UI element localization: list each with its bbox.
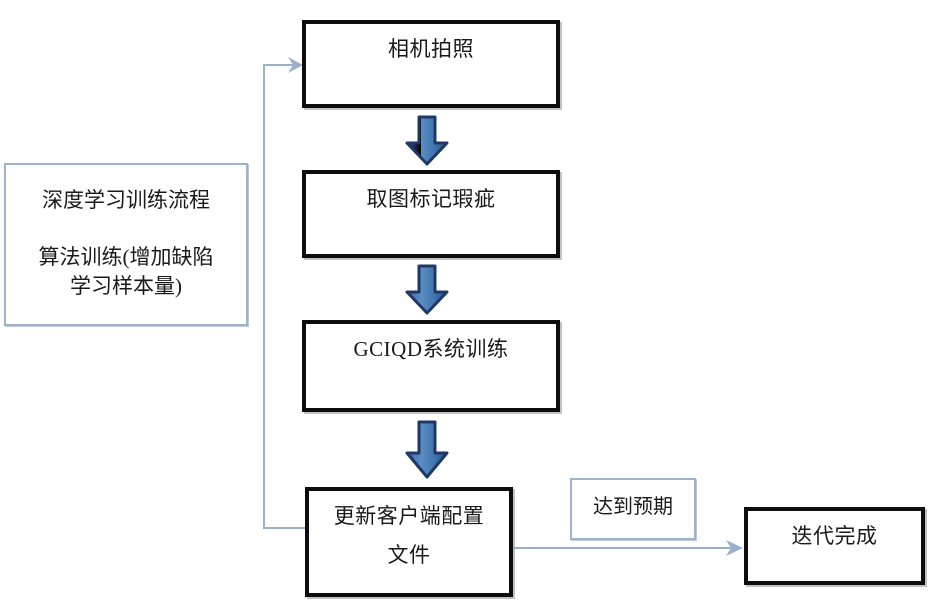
node-camera-capture-label: 相机拍照 [388, 37, 474, 61]
node-camera-capture[interactable]: 相机拍照 [302, 20, 560, 108]
connector-update-to-done [513, 547, 735, 549]
node-update-client-config-label-line2: 文件 [387, 542, 431, 567]
arrow-annotate-to-train-icon [405, 264, 449, 315]
feedback-segment-top [263, 64, 297, 66]
feedback-segment-bottom [263, 527, 307, 529]
edge-label-meets-expectation-text: 达到预期 [593, 496, 673, 518]
node-gciqd-system-training-label: GCIQD系统训练 [353, 337, 509, 361]
node-iteration-complete[interactable]: 迭代完成 [744, 507, 925, 585]
node-update-client-config[interactable]: 更新客户端配置 文件 [305, 487, 513, 597]
note-panel-training-process: 深度学习训练流程 算法训练(增加缺陷 学习样本量) [4, 163, 248, 326]
node-annotate-defects[interactable]: 取图标记瑕疵 [302, 170, 560, 258]
note-panel-line-2: 算法训练(增加缺陷 [38, 245, 214, 269]
note-panel-line-1: 深度学习训练流程 [42, 188, 210, 212]
note-panel-line-3: 学习样本量) [70, 274, 182, 298]
feedback-segment-vertical [263, 64, 265, 529]
arrow-train-to-update-icon [405, 420, 449, 479]
edge-label-meets-expectation: 达到预期 [570, 478, 696, 540]
node-gciqd-system-training[interactable]: GCIQD系统训练 [302, 320, 560, 412]
connector-update-to-done-arrowhead-icon [726, 540, 743, 556]
feedback-arrowhead-icon [288, 57, 303, 73]
node-annotate-defects-label: 取图标记瑕疵 [366, 187, 496, 211]
node-update-client-config-label-line1: 更新客户端配置 [333, 504, 485, 528]
arrow-capture-to-annotate-icon [405, 115, 449, 166]
node-iteration-complete-label: 迭代完成 [791, 524, 878, 548]
